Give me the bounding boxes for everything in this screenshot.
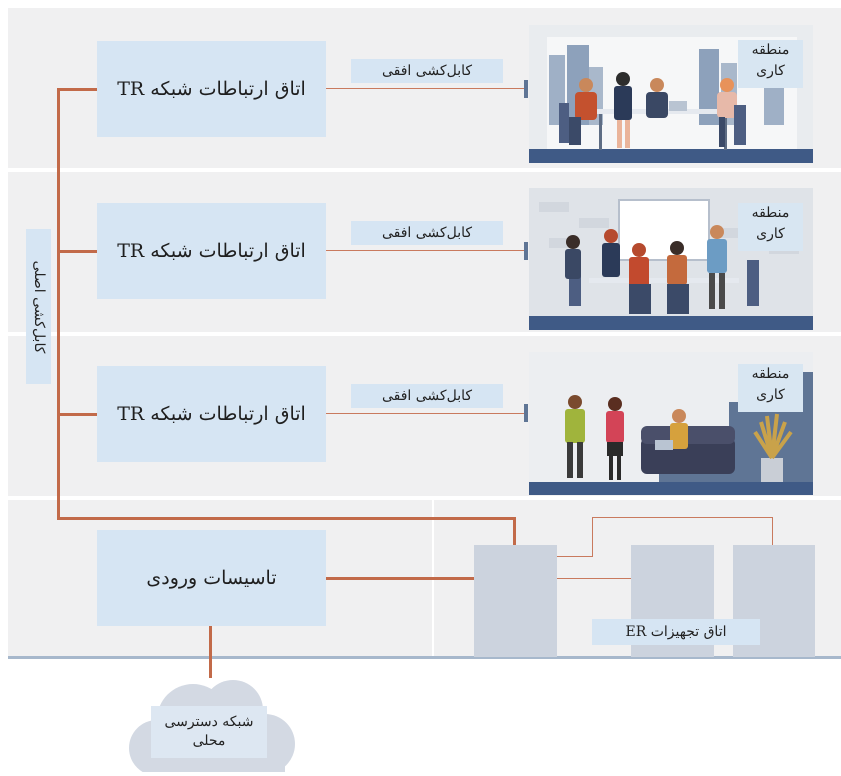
equipment-room-label: اتاق تجهیزات ER	[592, 619, 760, 645]
entrance-facility-label: تاسیسات ورودی	[146, 567, 277, 589]
backbone-branch-3	[57, 413, 97, 416]
horizontal-cabling-label-2: کابل‌کشی افقی	[351, 221, 503, 245]
backbone-cabling-text: کابل‌کشی اصلی	[30, 260, 47, 353]
backbone-to-er-drop	[513, 517, 516, 545]
outlet-1	[524, 80, 528, 98]
telecom-room-2-label: اتاق ارتباطات شبکه TR	[117, 240, 306, 262]
backbone-cabling-label: کابل‌کشی اصلی	[26, 229, 51, 384]
work-area-label-1: منطقه کاری	[738, 40, 803, 88]
er-link-b-h2	[592, 517, 773, 518]
horizontal-cabling-label-3: کابل‌کشی افقی	[351, 384, 503, 408]
presentation-illustration	[529, 188, 813, 330]
work-area-label-3: منطقه کاری	[738, 364, 803, 412]
local-access-network-label: شبکه دسترسی محلی	[151, 706, 267, 758]
equipment-rack-1	[474, 545, 557, 657]
backbone-cable	[57, 88, 60, 520]
horizontal-cabling-label-1: کابل‌کشی افقی	[351, 59, 503, 83]
horizontal-cable-2	[326, 250, 526, 251]
backbone-branch-2	[57, 250, 97, 253]
horizontal-cable-3	[326, 413, 526, 414]
er-link-b-h1	[557, 556, 593, 557]
work-area-label-2: منطقه کاری	[738, 203, 803, 251]
horizontal-cable-1	[326, 88, 526, 89]
outlet-3	[524, 404, 528, 422]
telecom-room-3: اتاق ارتباطات شبکه TR	[97, 366, 326, 462]
er-link-b-v	[592, 517, 593, 557]
telecom-room-2: اتاق ارتباطات شبکه TR	[97, 203, 326, 299]
ground-line	[8, 656, 841, 659]
entrance-facility: تاسیسات ورودی	[97, 530, 326, 626]
outlet-2	[524, 242, 528, 260]
er-link-a	[557, 578, 631, 579]
telecom-room-3-label: اتاق ارتباطات شبکه TR	[117, 403, 306, 425]
telecom-room-1-label: اتاق ارتباطات شبکه TR	[117, 78, 306, 100]
cloud-link	[209, 626, 212, 678]
telecom-room-1: اتاق ارتباطات شبکه TR	[97, 41, 326, 137]
backbone-branch-1	[57, 88, 97, 91]
entrance-to-er-cable	[326, 577, 474, 580]
er-link-b-v2	[772, 517, 773, 545]
backbone-to-er	[57, 517, 516, 520]
